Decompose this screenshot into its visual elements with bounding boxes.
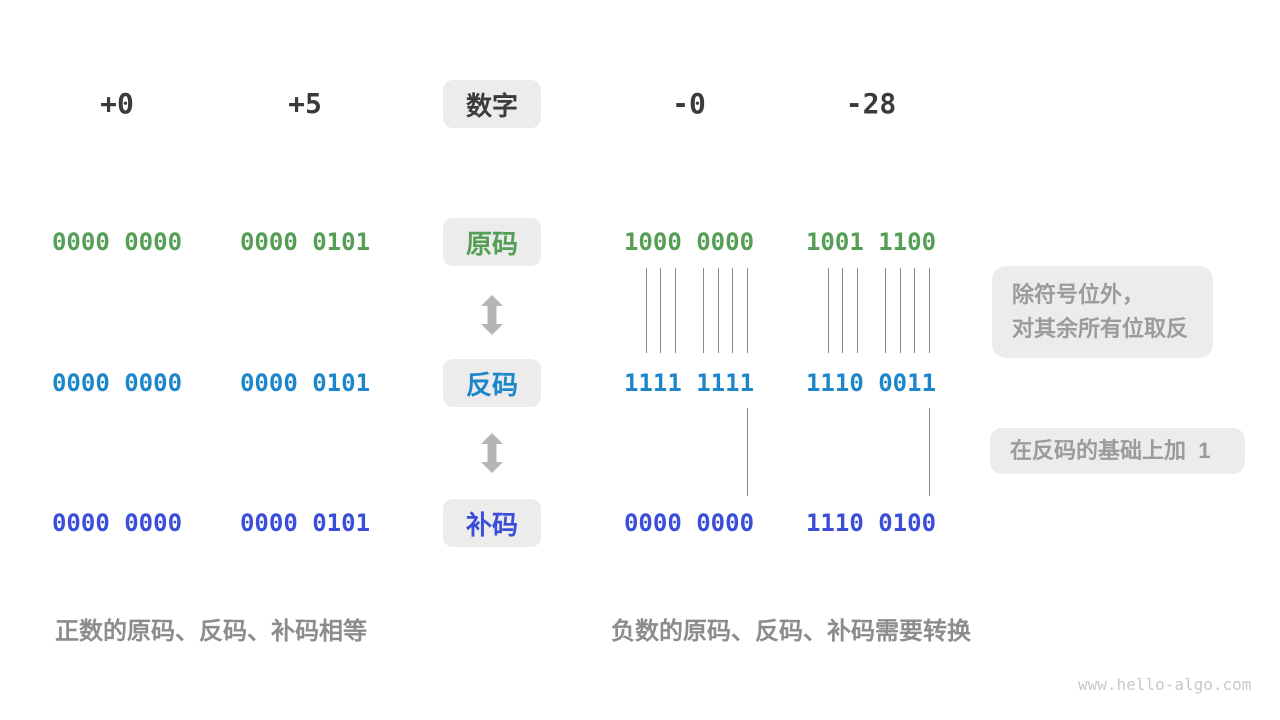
bit-connector-line	[717, 268, 719, 353]
bit-connector-line	[746, 268, 748, 353]
caption-positive: 正数的原码、反码、补码相等	[55, 618, 367, 645]
note-line: 在反码的基础上加 1	[1010, 438, 1211, 463]
header-label-box: 数字	[443, 80, 541, 128]
note-add-one: 在反码的基础上加 1	[990, 428, 1245, 474]
binary-value-twos-complement: 0000 0000	[623, 509, 755, 537]
binary-value-sign-magnitude: 1001 1100	[805, 228, 937, 256]
row-label-box-ones-complement: 反码	[443, 359, 541, 407]
bit-connector-line	[746, 408, 748, 496]
header-number: -0	[672, 87, 706, 120]
bit-connector-line	[645, 268, 647, 353]
binary-value-ones-complement: 1110 0011	[805, 369, 937, 397]
bit-connector-line	[928, 408, 930, 496]
bit-connector-line	[928, 268, 930, 353]
watermark: www.hello-algo.com	[1078, 675, 1252, 694]
header-number: +5	[288, 87, 322, 120]
binary-value-twos-complement: 1110 0100	[805, 509, 937, 537]
binary-value-sign-magnitude: 1000 0000	[623, 228, 755, 256]
binary-value-ones-complement: 0000 0000	[51, 369, 183, 397]
binary-value-ones-complement: 1111 1111	[623, 369, 755, 397]
binary-value-ones-complement: 0000 0101	[239, 369, 371, 397]
bit-connector-line	[732, 268, 734, 353]
note-line: 除符号位外，	[1012, 282, 1145, 307]
updown-arrow-icon	[481, 433, 503, 473]
binary-value-twos-complement: 0000 0101	[239, 509, 371, 537]
bit-connector-line	[703, 268, 705, 353]
row-label-box-sign-magnitude: 原码	[443, 218, 541, 266]
bit-connector-line	[674, 268, 676, 353]
header-label: 数字	[465, 90, 518, 121]
header-number: -28	[845, 87, 897, 120]
caption-negative: 负数的原码、反码、补码需要转换	[611, 618, 971, 645]
binary-value-sign-magnitude: 0000 0000	[51, 228, 183, 256]
bit-connector-line	[660, 268, 662, 353]
bit-connector-line	[914, 268, 916, 353]
bit-connector-line	[885, 268, 887, 353]
binary-value-twos-complement: 0000 0000	[51, 509, 183, 537]
bit-connector-line	[842, 268, 844, 353]
note-flip-bits: 除符号位外， 对其余所有位取反	[992, 266, 1213, 358]
updown-arrow-icon	[481, 295, 503, 335]
row-label-box-twos-complement: 补码	[443, 499, 541, 547]
bit-connector-line	[899, 268, 901, 353]
bit-connector-line	[856, 268, 858, 353]
note-line: 对其余所有位取反	[1012, 316, 1189, 341]
bit-connector-line	[827, 268, 829, 353]
binary-value-sign-magnitude: 0000 0101	[239, 228, 371, 256]
header-number: +0	[100, 87, 134, 120]
